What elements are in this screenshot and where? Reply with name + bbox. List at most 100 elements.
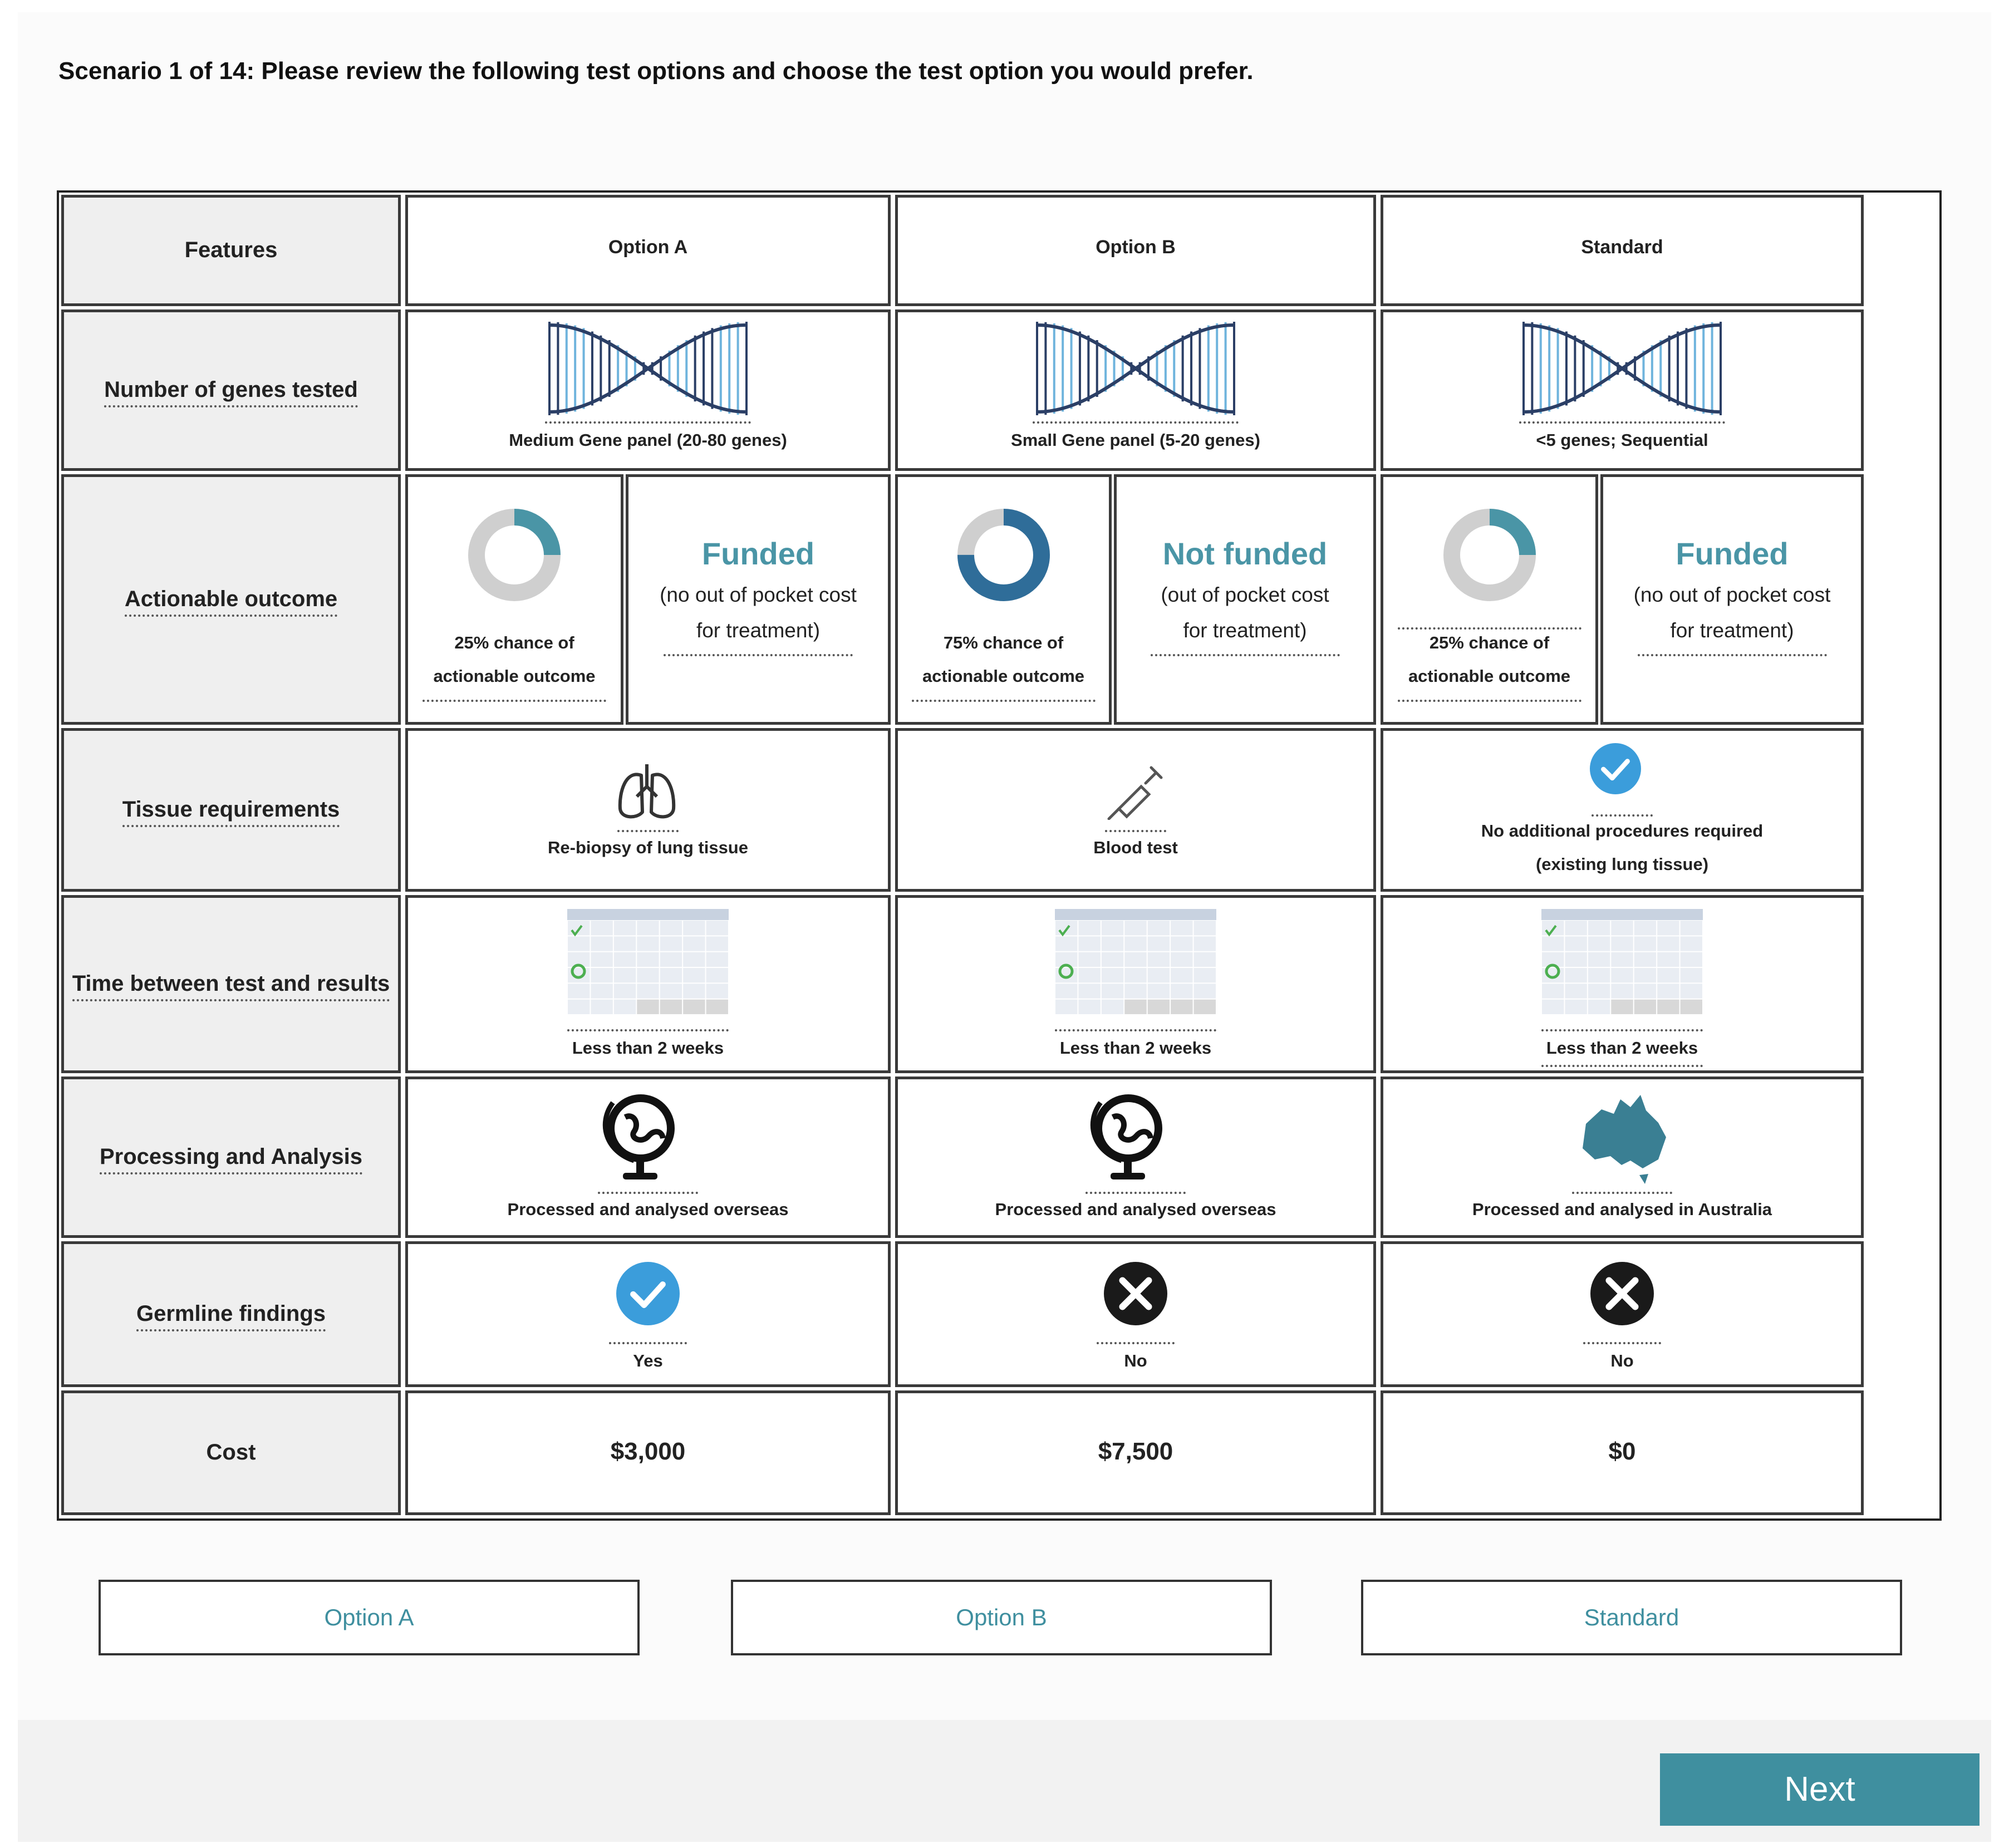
option-a-genes-cell: Medium Gene panel (20-80 genes) (405, 309, 891, 471)
dotted-separator (1397, 627, 1581, 630)
standard-tissue-line2: (existing lung tissue) (1535, 854, 1709, 874)
option-b-germline-cell: No (895, 1241, 1376, 1387)
feature-cell-header: Features (61, 195, 401, 306)
option-a-processing-cell: Processed and analysed overseas (405, 1077, 891, 1238)
option-a-germline-label: Yes (633, 1351, 663, 1370)
option-a-funding-line2: for treatment) (696, 619, 821, 642)
calendar-icon (1541, 909, 1703, 1015)
option-b-tissue-label: Blood test (1093, 838, 1178, 857)
feature-label-outcome: Actionable outcome (64, 587, 398, 617)
donut-chart-icon (464, 505, 564, 605)
globe-icon (1088, 1090, 1183, 1185)
dotted-separator (598, 1192, 698, 1194)
standard-funding-line2: for treatment) (1670, 619, 1794, 642)
choose-option-a-button[interactable]: Option A (99, 1580, 640, 1655)
dotted-separator (1541, 1029, 1703, 1031)
standard-processing-label: Processed and analysed in Australia (1472, 1200, 1772, 1219)
feature-label-text: Actionable outcome (124, 587, 338, 617)
option-a-outcome-line1: 25% chance of (454, 633, 574, 652)
option-a-tissue-cell: Re-biopsy of lung tissue (405, 728, 891, 892)
dotted-separator (423, 700, 606, 702)
feature-label-time: Time between test and results (64, 971, 398, 1001)
lung-icon (615, 753, 681, 820)
dotted-separator (567, 1029, 729, 1031)
option-b-processing-label: Processed and analysed overseas (995, 1200, 1276, 1219)
dotted-separator (1033, 421, 1239, 424)
standard-funding-title: Funded (1676, 536, 1789, 571)
option-a-time-cell: Less than 2 weeks (405, 895, 891, 1073)
feature-cell-outcome: Actionable outcome (61, 474, 401, 725)
dotted-separator (1519, 421, 1725, 424)
standard-funding-line1: (no out of pocket cost (1633, 583, 1831, 606)
dotted-separator (545, 421, 751, 424)
option-a-cost-cell: $3,000 (405, 1390, 891, 1515)
feature-cell-cost: Cost (61, 1390, 401, 1515)
globe-icon (601, 1090, 695, 1185)
standard-tissue-cell: No additional procedures required (existi… (1381, 728, 1864, 892)
standard-time-label: Less than 2 weeks (1546, 1038, 1698, 1058)
standard-outcome-line2: actionable outcome (1408, 666, 1571, 686)
feature-cell-processing: Processing and Analysis (61, 1077, 401, 1238)
option-a-genes-label: Medium Gene panel (20-80 genes) (509, 430, 787, 450)
option-a-germline-cell: Yes (405, 1241, 891, 1387)
feature-cell-germline: Germline findings (61, 1241, 401, 1387)
option-b-cost-value: $7,500 (1098, 1438, 1173, 1465)
feature-label-text: Processing and Analysis (99, 1144, 363, 1174)
standard-time-cell: Less than 2 weeks (1381, 895, 1864, 1073)
option-a-cost-value: $3,000 (610, 1438, 686, 1465)
option-a-header-cell: Option A (405, 195, 891, 306)
standard-tissue-line1: No additional procedures required (1481, 821, 1764, 841)
feature-label-tissue: Tissue requirements (64, 797, 398, 827)
dotted-separator (1105, 830, 1166, 832)
option-a-funding-title: Funded (701, 536, 815, 571)
dotted-separator (617, 830, 679, 832)
feature-cell-time: Time between test and results (61, 895, 401, 1073)
option-b-time-cell: Less than 2 weeks (895, 895, 1376, 1073)
choose-option-b-button[interactable]: Option B (731, 1580, 1272, 1655)
dotted-separator (1097, 1342, 1175, 1344)
dna-icon (1033, 321, 1239, 416)
option-b-processing-cell: Processed and analysed overseas (895, 1077, 1376, 1238)
standard-header: Standard (1581, 237, 1663, 258)
option-b-outcome-line2: actionable outcome (922, 666, 1085, 686)
calendar-icon (1055, 909, 1216, 1015)
feature-label-text: Number of genes tested (104, 377, 358, 407)
option-b-genes-cell: Small Gene panel (5-20 genes) (895, 309, 1376, 471)
dotted-separator (1583, 1342, 1661, 1344)
option-b-header-cell: Option B (895, 195, 1376, 306)
dotted-separator (1085, 1192, 1186, 1194)
standard-processing-cell: Processed and analysed in Australia (1381, 1077, 1864, 1238)
option-a-tissue-label: Re-biopsy of lung tissue (548, 838, 748, 857)
option-b-header: Option B (1096, 237, 1176, 258)
dotted-separator (1541, 1065, 1703, 1067)
dotted-separator (1150, 654, 1340, 656)
option-a-outcome-line2: actionable outcome (433, 666, 596, 686)
standard-funding-cell: Funded (no out of pocket cost for treatmen… (1600, 474, 1864, 725)
option-b-outcome-line1: 75% chance of (943, 633, 1064, 652)
check-icon (615, 1261, 681, 1326)
choose-standard-button[interactable]: Standard (1361, 1580, 1902, 1655)
standard-genes-cell: <5 genes; Sequential (1381, 309, 1864, 471)
syringe-icon (1102, 753, 1169, 820)
feature-cell-genes: Number of genes tested (61, 309, 401, 471)
option-b-genes-label: Small Gene panel (5-20 genes) (1011, 430, 1260, 450)
option-b-funding-line1: (out of pocket cost (1161, 583, 1329, 606)
option-b-funding-line2: for treatment) (1183, 619, 1307, 642)
dotted-separator (1055, 1029, 1216, 1031)
standard-genes-label: <5 genes; Sequential (1536, 430, 1708, 450)
standard-germline-cell: No (1381, 1241, 1864, 1387)
check-icon (1589, 742, 1656, 809)
standard-outcome-line1: 25% chance of (1429, 633, 1550, 652)
option-b-cost-cell: $7,500 (895, 1390, 1376, 1515)
dotted-separator (664, 654, 853, 656)
donut-chart-icon (1440, 505, 1540, 605)
feature-label-cost: Cost (64, 1440, 398, 1465)
dotted-separator (911, 700, 1096, 702)
standard-cost-cell: $0 (1381, 1390, 1864, 1515)
next-button[interactable]: Next (1660, 1753, 1979, 1826)
dotted-separator (1572, 1192, 1672, 1194)
dna-icon (545, 321, 751, 416)
